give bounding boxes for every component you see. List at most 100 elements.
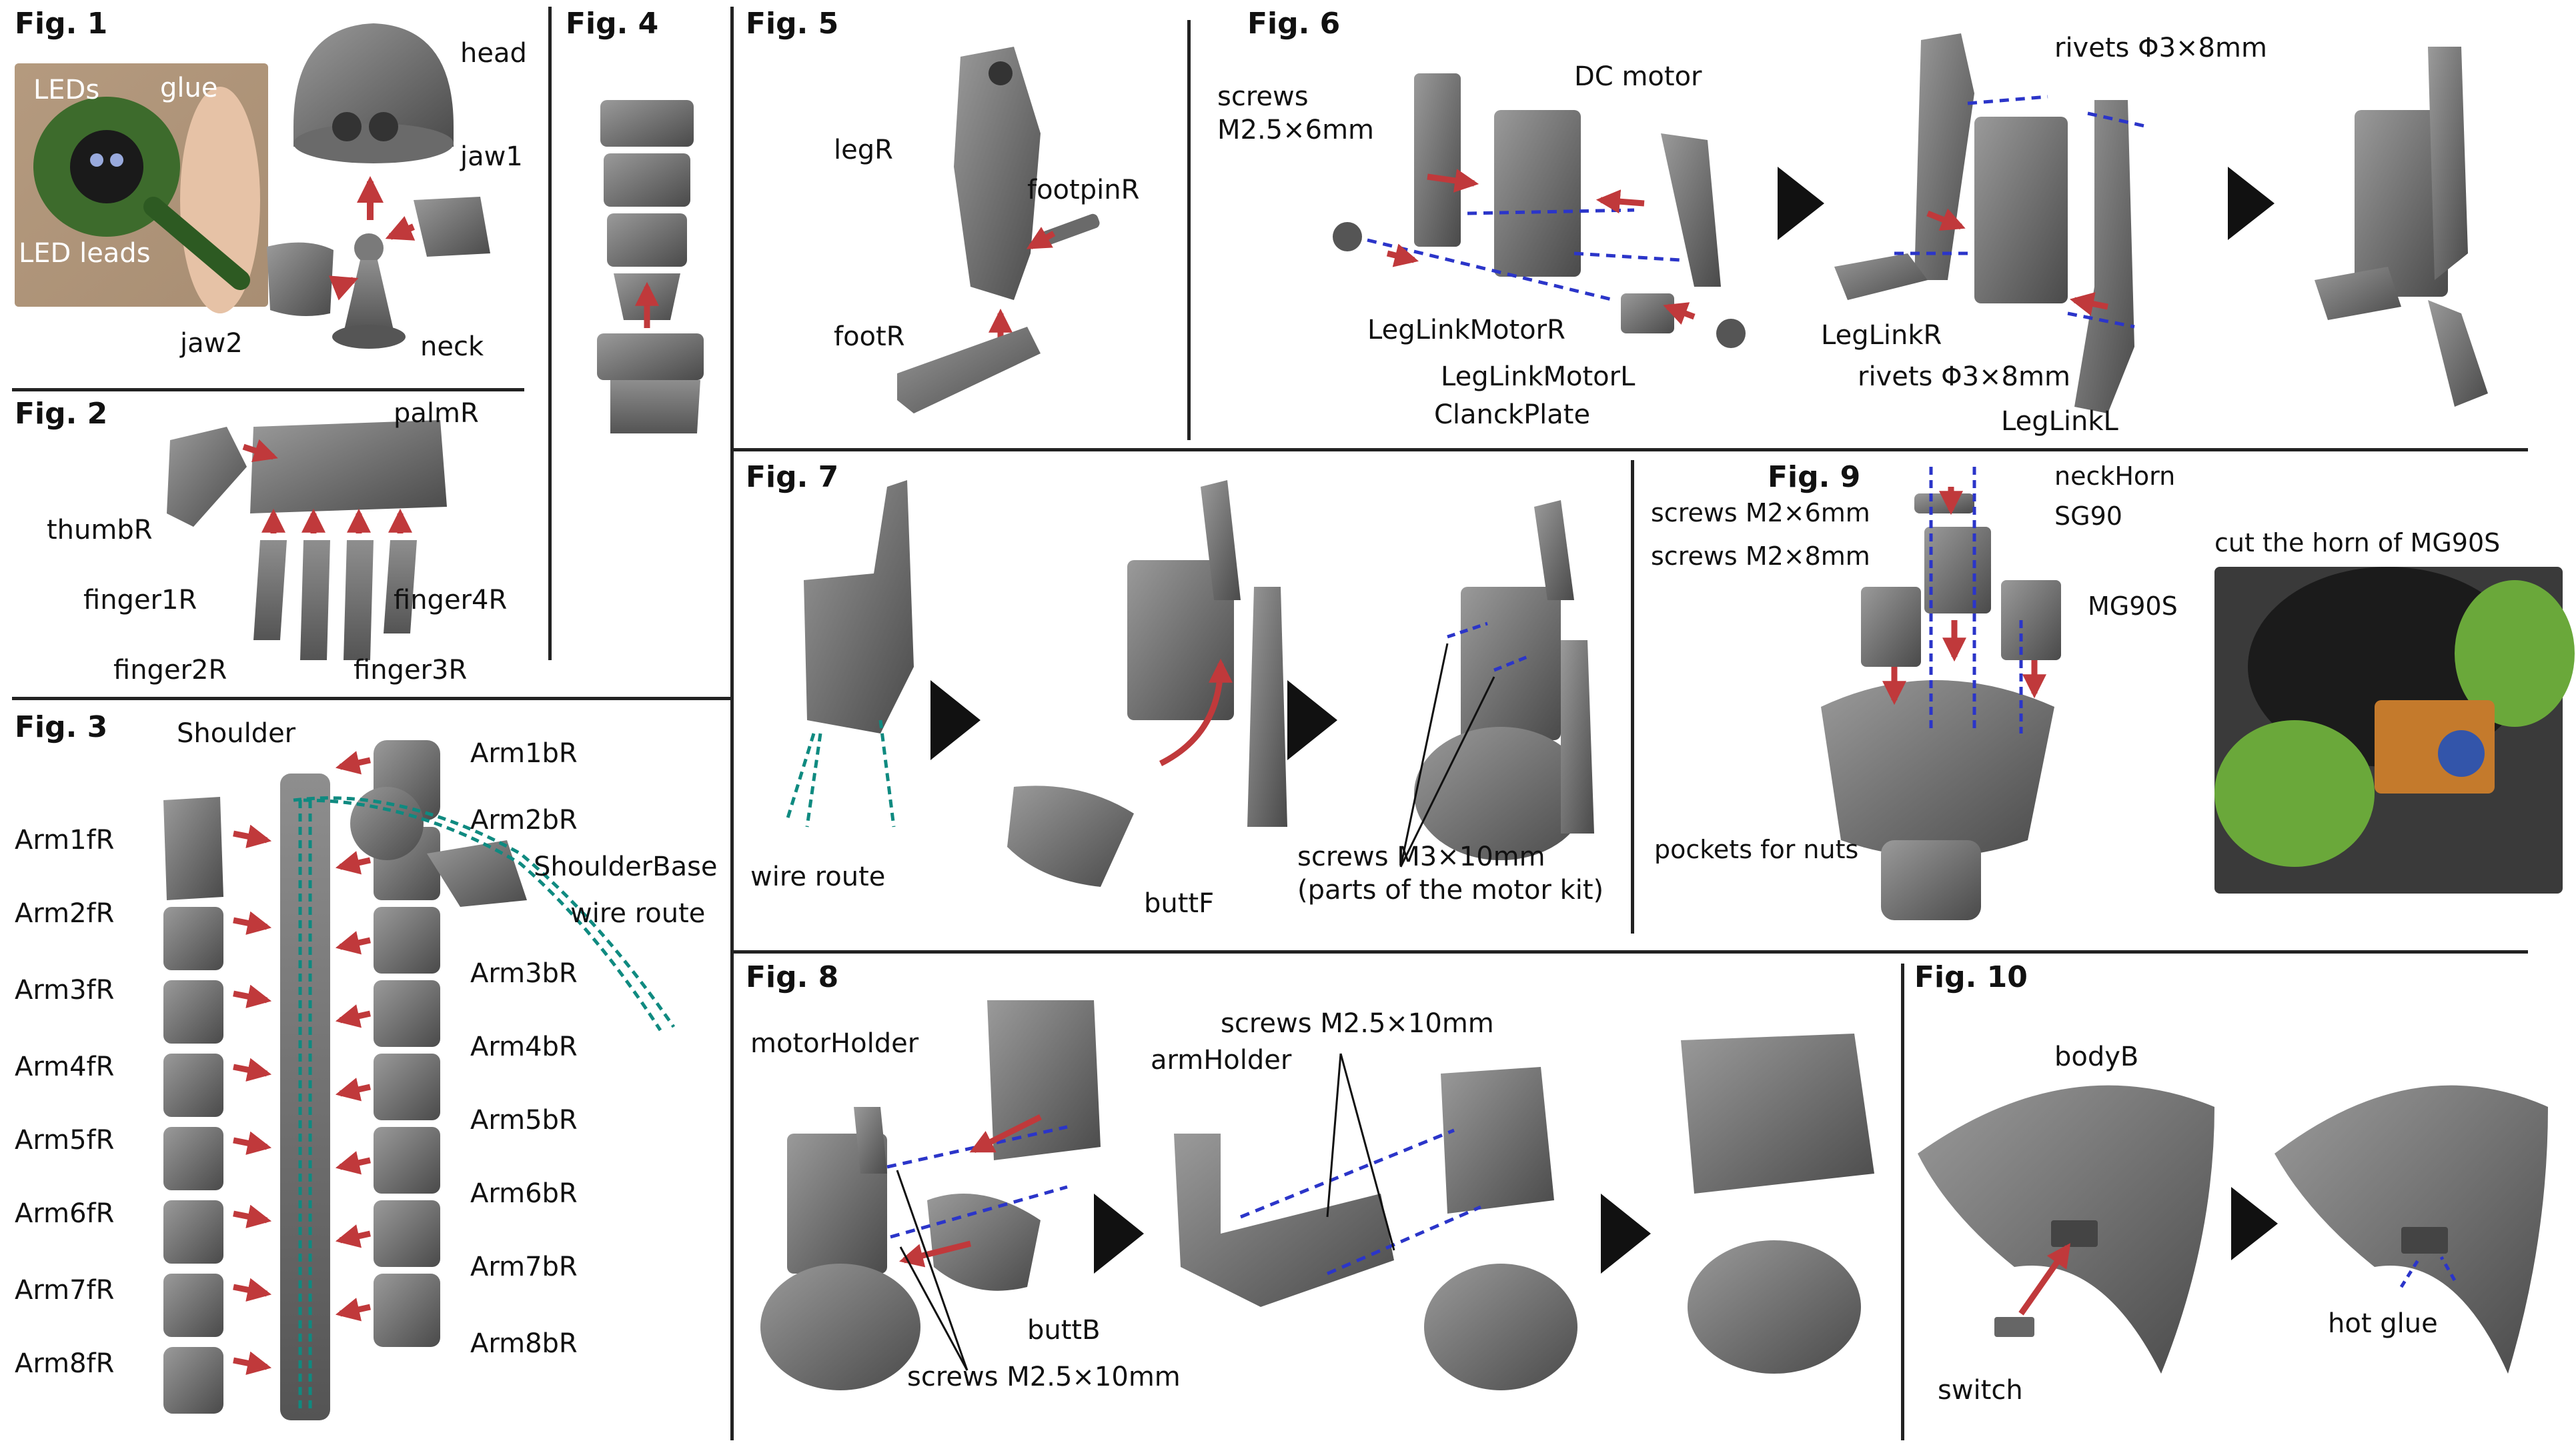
fig1-label-jaw1: jaw1 — [460, 141, 523, 172]
fig7-label-parts-note: (parts of the motor kit) — [1297, 875, 1604, 906]
fig2-label-finger2: finger2R — [113, 655, 227, 685]
fig6-label-leglink-r: LegLinkR — [1821, 320, 1942, 351]
divider-mid-row — [734, 950, 2528, 954]
fig6-step2-guides — [1894, 95, 2148, 329]
fig3-label-arm6b: Arm6bR — [470, 1178, 578, 1209]
fig8-step2 — [1174, 1067, 1577, 1390]
fig6-label-leglinkmotor-l: LegLinkMotorL — [1441, 361, 1636, 392]
fig6-step1-arrows — [1386, 169, 1696, 325]
fig2-label-finger1: finger1R — [83, 585, 197, 615]
fig5-label-footpin: footpinR — [1027, 175, 1140, 205]
fig9-label-mg90s: MG90S — [2088, 591, 2178, 621]
fig3-label-arm6f: Arm6fR — [15, 1198, 115, 1229]
fig6-label-rivets-top: rivets Φ3×8mm — [2054, 33, 2267, 63]
fig2-label-thumb: thumbR — [47, 515, 153, 545]
fig3-shoulder — [350, 787, 527, 907]
fig10-label-hot-glue: hot glue — [2328, 1308, 2438, 1339]
fig1-label-jaw2: jaw2 — [180, 328, 243, 359]
fig1-photo — [15, 63, 268, 313]
fig3-arrows — [233, 751, 371, 1376]
divider-main-vertical — [730, 7, 734, 1440]
fig1-label-led-leads: LED leads — [19, 238, 151, 269]
fig1-arrow-jaw1 — [385, 216, 416, 241]
fig6-step2 — [1834, 33, 2134, 413]
fig9-label-screws-m2x8: screws M2×8mm — [1651, 541, 1870, 571]
fig8-step1-arrows — [899, 1114, 1043, 1268]
fig5-footpin — [1038, 213, 1100, 247]
fig8-step3 — [1681, 1034, 1874, 1374]
fig8-next-arrow-2 — [1601, 1194, 1651, 1274]
fig4-hand-stack — [597, 100, 704, 433]
fig6-step3 — [2315, 47, 2488, 407]
fig3-label-arm8b: Arm8bR — [470, 1328, 578, 1359]
fig9-photo — [2214, 567, 2575, 894]
fig2-hand — [167, 420, 447, 660]
fig9-label-cut-horn: cut the horn of MG90S — [2214, 528, 2501, 557]
fig1-label-leds: LEDs — [33, 75, 100, 105]
fig2-arrows — [242, 439, 412, 533]
fig10-arrow-switch — [2018, 1243, 2071, 1316]
fig8-step2-guides — [1240, 1128, 1481, 1276]
fig3-label-arm3f: Arm3fR — [15, 975, 115, 1006]
fig6-label-dc-motor: DC motor — [1574, 61, 1702, 92]
fig10-title: Fig. 10 — [1914, 960, 2028, 994]
fig1-jaw1 — [414, 197, 490, 257]
divider-fig5-fig6 — [1187, 20, 1191, 440]
fig9-label-sg90: SG90 — [2054, 501, 2122, 531]
fig2-label-finger3: finger3R — [354, 655, 468, 685]
fig1-title: Fig. 1 — [15, 7, 108, 41]
fig10-step1 — [1918, 1085, 2214, 1374]
fig2-title: Fig. 2 — [15, 397, 108, 431]
divider-left-fig3 — [12, 697, 732, 700]
divider-fig8-fig10 — [1901, 964, 1904, 1440]
fig1-head — [293, 23, 454, 163]
fig3-middle-column — [280, 774, 330, 1420]
fig6-step2-arrows — [1926, 208, 2108, 316]
fig2-label-finger4: finger4R — [394, 585, 508, 615]
fig3-back-column — [374, 740, 440, 1347]
fig1-label-neck: neck — [420, 331, 484, 362]
fig6-step1-guides — [1367, 208, 1682, 302]
fig4-title: Fig. 4 — [566, 7, 659, 41]
fig8-step1-leaders — [896, 1170, 969, 1371]
fig3-label-shoulder: Shoulder — [177, 718, 296, 749]
fig5-title: Fig. 5 — [746, 7, 839, 41]
fig3-label-wire-route: wire route — [570, 898, 706, 929]
fig6-label-rivets-bottom: rivets Φ3×8mm — [1858, 361, 2070, 392]
fig7-leader-lines — [1399, 643, 1495, 868]
fig3-label-arm2f: Arm2fR — [15, 898, 115, 929]
fig5-leg — [954, 47, 1041, 300]
fig3-label-arm3b: Arm3bR — [470, 958, 578, 989]
fig7-label-screws: screws M3×10mm — [1297, 842, 1545, 872]
fig10-label-switch: switch — [1938, 1375, 2023, 1406]
fig1-label-head: head — [460, 38, 527, 69]
fig7-step2 — [1007, 480, 1287, 887]
fig8-title: Fig. 8 — [746, 960, 839, 994]
fig3-title: Fig. 3 — [15, 710, 108, 744]
fig6-label-leglinkmotor-r: LegLinkMotorR — [1367, 315, 1565, 345]
fig6-label-screws: screws — [1217, 81, 1309, 112]
fig6-step1 — [1333, 73, 1746, 348]
fig7-step3 — [1414, 500, 1594, 860]
divider-fig1-fig2 — [12, 388, 524, 391]
fig1-jaw2 — [267, 242, 334, 316]
fig6-next-arrow-1 — [1778, 167, 1824, 240]
fig6-title: Fig. 6 — [1247, 7, 1341, 41]
fig6-label-clanck-plate: ClanckPlate — [1434, 399, 1591, 430]
fig6-next-arrow-2 — [2228, 167, 2275, 240]
fig9-label-screws-m2x6: screws M2×6mm — [1651, 498, 1870, 527]
fig8-step2-leaders — [1326, 1053, 1395, 1251]
fig6-label-screw-size: M2.5×6mm — [1217, 115, 1375, 145]
fig9-title: Fig. 9 — [1768, 460, 1861, 494]
fig3-label-arm1f: Arm1fR — [15, 825, 115, 856]
fig3-label-arm2b: Arm2bR — [470, 805, 578, 836]
fig7-step1 — [804, 480, 914, 734]
fig9-guides — [1929, 467, 2023, 734]
fig5-label-foot: footR — [834, 321, 905, 352]
fig1-label-glue: glue — [160, 73, 218, 103]
fig8-step1-guides — [886, 1125, 1068, 1239]
fig8-label-motor-holder: motorHolder — [750, 1028, 919, 1059]
fig10-next-arrow — [2231, 1187, 2278, 1260]
divider-top-row — [734, 448, 2528, 451]
fig7-next-arrow-1 — [930, 680, 981, 760]
